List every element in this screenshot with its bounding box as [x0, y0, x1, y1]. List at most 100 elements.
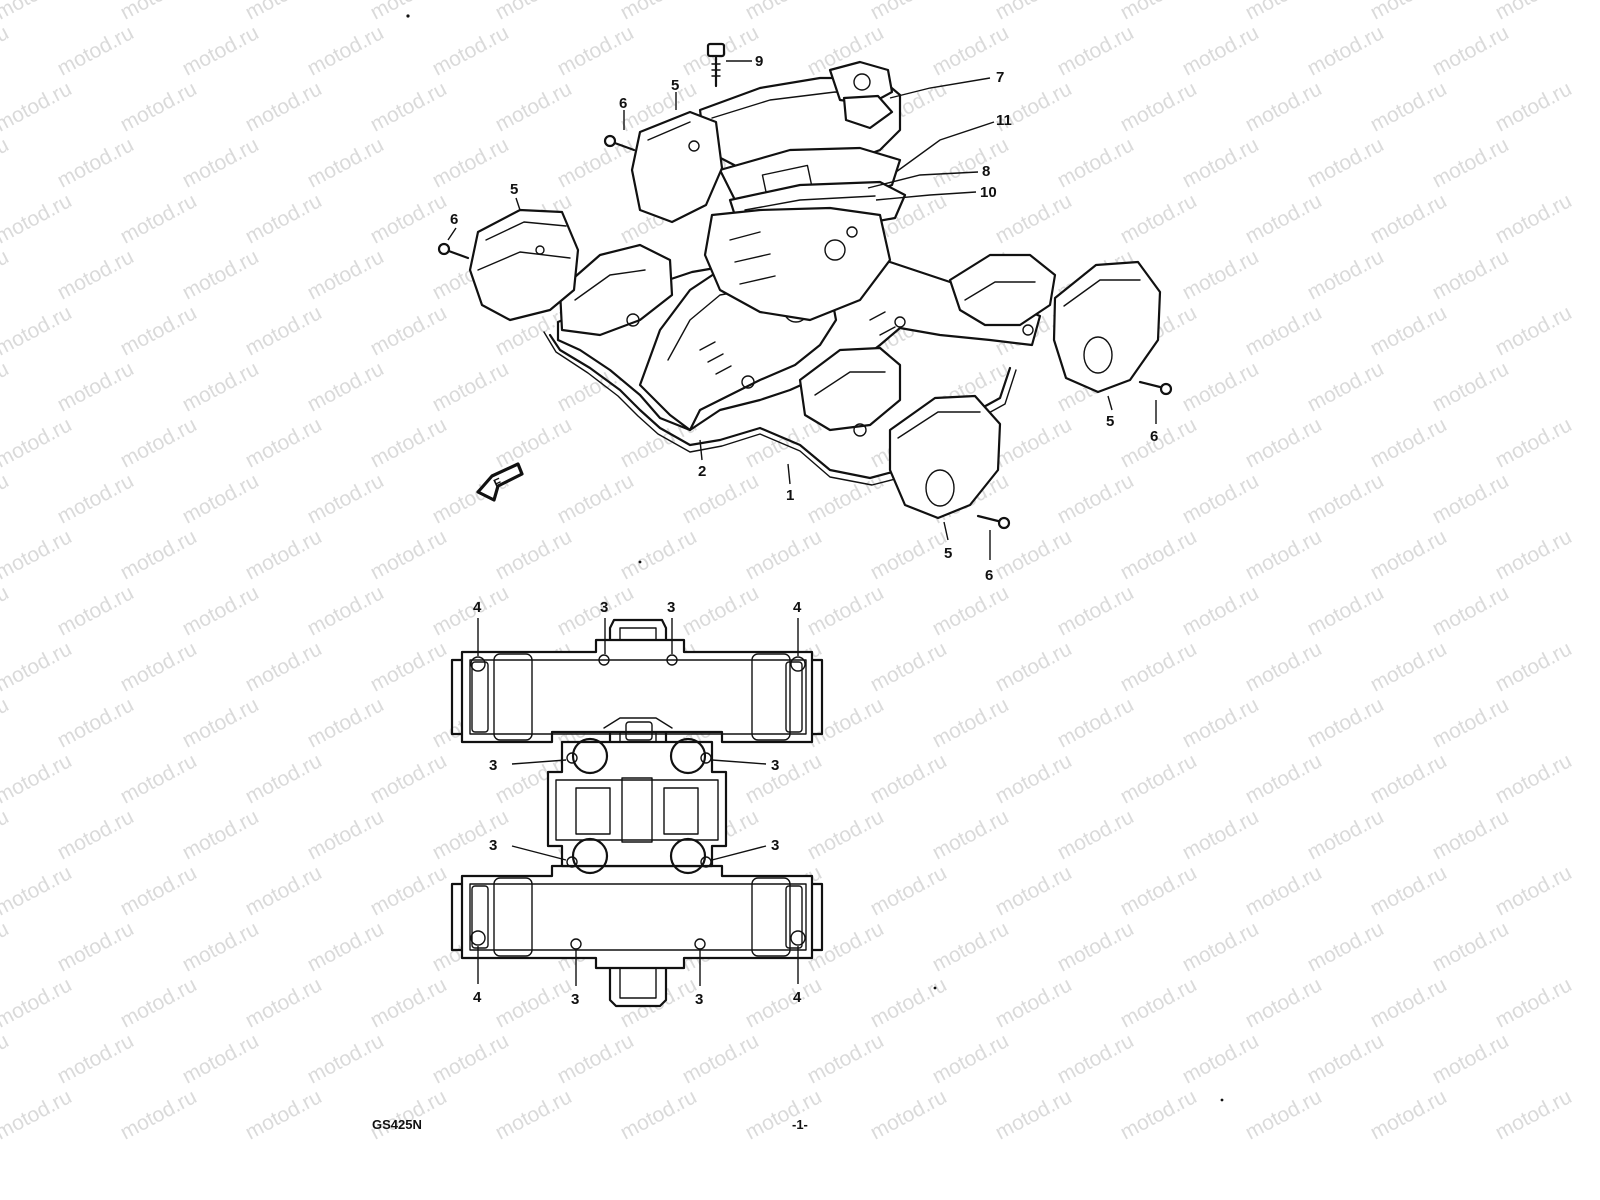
- watermark-text: motod.ru: [1117, 413, 1201, 472]
- print-specks: [406, 14, 1224, 1102]
- watermark-text: motod.ru: [242, 0, 326, 24]
- bolt-hole-3-mid-lower-right: [700, 856, 712, 868]
- watermark-text: motod.ru: [242, 749, 326, 808]
- watermark-text: motod.ru: [429, 21, 513, 80]
- watermark-text: motod.ru: [929, 693, 1013, 752]
- watermark-text: motod.ru: [0, 21, 13, 80]
- watermark-text: motod.ru: [1304, 581, 1388, 640]
- watermark-text: motod.ru: [1179, 245, 1263, 304]
- callout-7: 7: [996, 69, 1004, 86]
- plug-bore-upper-right: [669, 737, 707, 775]
- watermark-text: motod.ru: [0, 1085, 76, 1144]
- watermark-text: motod.ru: [242, 301, 326, 360]
- watermark-text: motod.ru: [1054, 805, 1138, 864]
- watermark-text: motod.ru: [429, 805, 513, 864]
- bolt-hole-3-mid-upper-left: [566, 752, 578, 764]
- watermark-text: motod.ru: [304, 581, 388, 640]
- watermark-text: motod.ru: [1179, 581, 1263, 640]
- watermark-text: motod.ru: [867, 1085, 951, 1144]
- watermark-text: motod.ru: [179, 917, 263, 976]
- watermark-text: motod.ru: [1242, 861, 1326, 920]
- watermark-text: motod.ru: [117, 525, 201, 584]
- watermark-text: motod.ru: [1242, 301, 1326, 360]
- watermark-text: motod.ru: [867, 0, 951, 24]
- watermark-text: motod.ru: [554, 133, 638, 192]
- head-cover-top-view: [450, 618, 824, 1008]
- watermark-text: motod.ru: [117, 973, 201, 1032]
- bolt-hole-3-bottom-inner-left: [570, 938, 582, 950]
- watermark-text: motod.ru: [54, 917, 138, 976]
- bolt-hole-4-bottom-left: [470, 930, 486, 946]
- watermark-text: motod.ru: [0, 301, 76, 360]
- watermark-text: motod.ru: [617, 525, 701, 584]
- watermark-text: motod.ru: [742, 0, 826, 24]
- watermark-text: motod.ru: [492, 525, 576, 584]
- watermark-text: motod.ru: [1117, 973, 1201, 1032]
- watermark-text: motod.ru: [304, 245, 388, 304]
- watermark-text: motod.ru: [992, 1085, 1076, 1144]
- watermark-text: motod.ru: [1367, 637, 1451, 696]
- watermark-text: motod.ru: [929, 1029, 1013, 1088]
- watermark-text: motod.ru: [367, 77, 451, 136]
- watermark-text: motod.ru: [742, 413, 826, 472]
- watermark-text: motod.ru: [1242, 637, 1326, 696]
- watermark-text: motod.ru: [1492, 0, 1576, 24]
- watermark-text: motod.ru: [1179, 693, 1263, 752]
- callout-8: 8: [982, 163, 990, 180]
- callout-6-upper: 6: [619, 95, 627, 112]
- watermark-text: motod.ru: [1304, 469, 1388, 528]
- watermark-text: motod.ru: [1242, 77, 1326, 136]
- bolt-hole-3-mid-lower-left: [566, 856, 578, 868]
- callout-3-bottom-right: 3: [695, 991, 703, 1008]
- front-direction-arrow: F: [476, 462, 524, 502]
- watermark-text: motod.ru: [679, 469, 763, 528]
- callout-4-top-left: 4: [473, 599, 482, 616]
- watermark-text: motod.ru: [804, 805, 888, 864]
- watermark-text: motod.ru: [1429, 469, 1513, 528]
- cylinder-head-cover-assembly: F: [437, 42, 1173, 530]
- watermark-text: motod.ru: [1367, 1085, 1451, 1144]
- watermark-text: motod.ru: [304, 805, 388, 864]
- page-number: -1-: [792, 1117, 808, 1132]
- watermark-text: motod.ru: [1054, 133, 1138, 192]
- lower-callouts: 4 3 3 4 3 3 3 3 4 3 3 4: [473, 599, 802, 1008]
- watermark-text: motod.ru: [867, 973, 951, 1032]
- watermark-text: motod.ru: [54, 21, 138, 80]
- watermark-text: motod.ru: [242, 861, 326, 920]
- watermark-text: motod.ru: [54, 805, 138, 864]
- watermark-text: motod.ru: [1429, 1029, 1513, 1088]
- watermark-text: motod.ru: [367, 525, 451, 584]
- watermark-text: motod.ru: [1242, 1085, 1326, 1144]
- callout-5-left: 5: [510, 181, 518, 198]
- watermark-text: motod.ru: [804, 469, 888, 528]
- screw-6-upper: [603, 134, 636, 152]
- watermark-text: motod.ru: [0, 77, 76, 136]
- watermark-text: motod.ru: [54, 133, 138, 192]
- callout-5-upper: 5: [671, 77, 679, 94]
- watermark-text: motod.ru: [929, 581, 1013, 640]
- watermark-text: motod.ru: [742, 1085, 826, 1144]
- bolt-hole-4-top-right: [790, 656, 806, 672]
- watermark-text: motod.ru: [1179, 357, 1263, 416]
- watermark-text: motod.ru: [617, 1085, 701, 1144]
- watermark-text: motod.ru: [1492, 189, 1576, 248]
- watermark-text: motod.ru: [179, 245, 263, 304]
- watermark-text: motod.ru: [304, 693, 388, 752]
- callout-5-right-front: 5: [944, 545, 952, 562]
- side-cap-right-front: [888, 394, 1002, 520]
- callout-3-mid-lower-left: 3: [489, 837, 497, 854]
- watermark-text: motod.ru: [1367, 413, 1451, 472]
- watermark-text: motod.ru: [1492, 77, 1576, 136]
- watermark-text: motod.ru: [492, 77, 576, 136]
- watermark-text: motod.ru: [1117, 0, 1201, 24]
- watermark-text: motod.ru: [0, 749, 76, 808]
- watermark-text: motod.ru: [117, 637, 201, 696]
- watermark-text: motod.ru: [367, 1085, 451, 1144]
- watermark-text: motod.ru: [1429, 133, 1513, 192]
- bolt-hole-4-bottom-right: [790, 930, 806, 946]
- watermark-text: motod.ru: [1117, 77, 1201, 136]
- watermark-text: motod.ru: [1117, 749, 1201, 808]
- watermark-text: motod.ru: [54, 1029, 138, 1088]
